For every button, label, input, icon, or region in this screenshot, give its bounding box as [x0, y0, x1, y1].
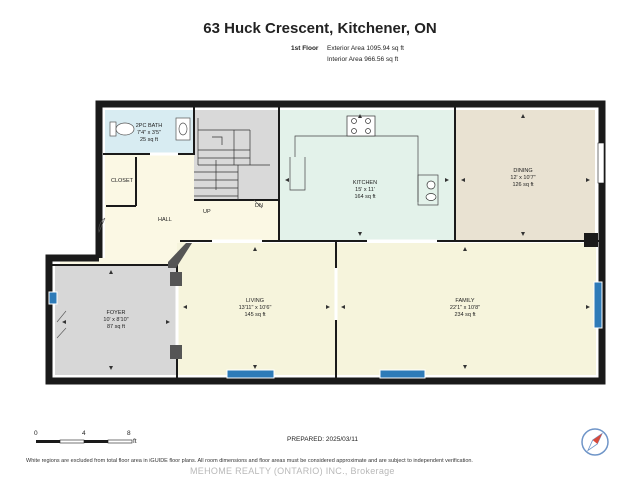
living-fill: [177, 243, 336, 375]
kitchen-sink-icon: [425, 180, 437, 201]
room-foyer-dims: 10' x 8'10": [103, 317, 129, 323]
stove-icon: [346, 115, 376, 137]
room-living-dims: 13'11" x 10'6": [238, 305, 272, 311]
column-bottom: [170, 345, 182, 359]
room-hall-name: HALL: [158, 217, 172, 223]
post-right: [584, 233, 598, 247]
brokerage-watermark: MEHOME REALTY (ONTARIO) INC., Brokerage: [190, 466, 395, 476]
property-address: 63 Huck Crescent, Kitchener, ON: [203, 20, 437, 37]
prepared-date: PREPARED: 2025/03/11: [287, 436, 358, 443]
room-closet-name: CLOSET: [111, 178, 134, 184]
dimension-markers: [62, 114, 590, 370]
compass-icon: [581, 428, 609, 456]
room-family: FAMILY 22'1" x 10'8" 234 sq ft: [450, 298, 480, 319]
stairs-fill: [194, 110, 279, 200]
room-dining-dims: 12' x 10'7": [510, 175, 536, 181]
stairs-up-label: UP: [203, 209, 211, 215]
room-family-name: FAMILY: [455, 298, 475, 304]
scale-bar: [36, 439, 133, 444]
room-living-name: LIVING: [245, 298, 265, 304]
room-living: LIVING 13'11" x 10'6" 145 sq ft: [239, 298, 272, 319]
column-top: [170, 272, 182, 286]
stairs-dn-label: DN: [255, 203, 263, 209]
door-openings: [150, 152, 437, 352]
hall-fill: [60, 154, 279, 265]
toilet-icon: [109, 121, 135, 137]
room-living-area: 145 sq ft: [244, 312, 266, 318]
dining-fill: [455, 110, 595, 241]
room-dining-name: DINING: [513, 168, 533, 174]
room-bath: 2PC BATH 7'4" x 3'5" 25 sq ft: [136, 123, 163, 144]
floor-label: 1st Floor: [291, 45, 319, 52]
sink-icon: [175, 117, 191, 141]
room-dining: DINING 12' x 10'7" 126 sq ft: [510, 168, 535, 189]
room-dining-area: 126 sq ft: [512, 182, 534, 188]
room-bath-area: 25 sq ft: [139, 137, 159, 143]
room-foyer: FOYER 10' x 8'10" 87 sq ft: [103, 310, 128, 331]
exterior-walls: [45, 100, 606, 385]
corner-post: [168, 243, 192, 268]
stairs: [194, 118, 270, 200]
windows: [48, 142, 605, 379]
family-fill: [336, 243, 596, 375]
scale-unit: ft: [133, 438, 137, 445]
room-kitchen-area: 164 sq ft: [354, 194, 376, 200]
room-family-area: 234 sq ft: [454, 312, 476, 318]
disclaimer-footnote: White regions are excluded from total fl…: [26, 458, 473, 464]
exterior-area: Exterior Area 1095.94 sq ft: [327, 45, 404, 52]
room-foyer-name: FOYER: [106, 310, 126, 316]
room-kitchen-name: KITCHEN: [352, 180, 378, 186]
room-foyer-area: 87 sq ft: [106, 324, 126, 330]
interior-area: Interior Area 966.56 sq ft: [327, 56, 399, 63]
foyer-fill: [55, 265, 177, 375]
scale-tick-4: 4: [82, 430, 86, 437]
door-swings: [56, 199, 263, 339]
scale-tick-8: 8: [127, 430, 131, 437]
room-bath-dims: 7'4" x 3'5": [136, 130, 162, 136]
room-kitchen-dims: 15' x 11': [355, 187, 375, 193]
room-bath-name: 2PC BATH: [135, 123, 163, 129]
scale-tick-0: 0: [34, 430, 38, 437]
room-family-dims: 22'1" x 10'8": [449, 305, 481, 311]
room-kitchen: KITCHEN 15' x 11' 164 sq ft: [353, 180, 377, 201]
